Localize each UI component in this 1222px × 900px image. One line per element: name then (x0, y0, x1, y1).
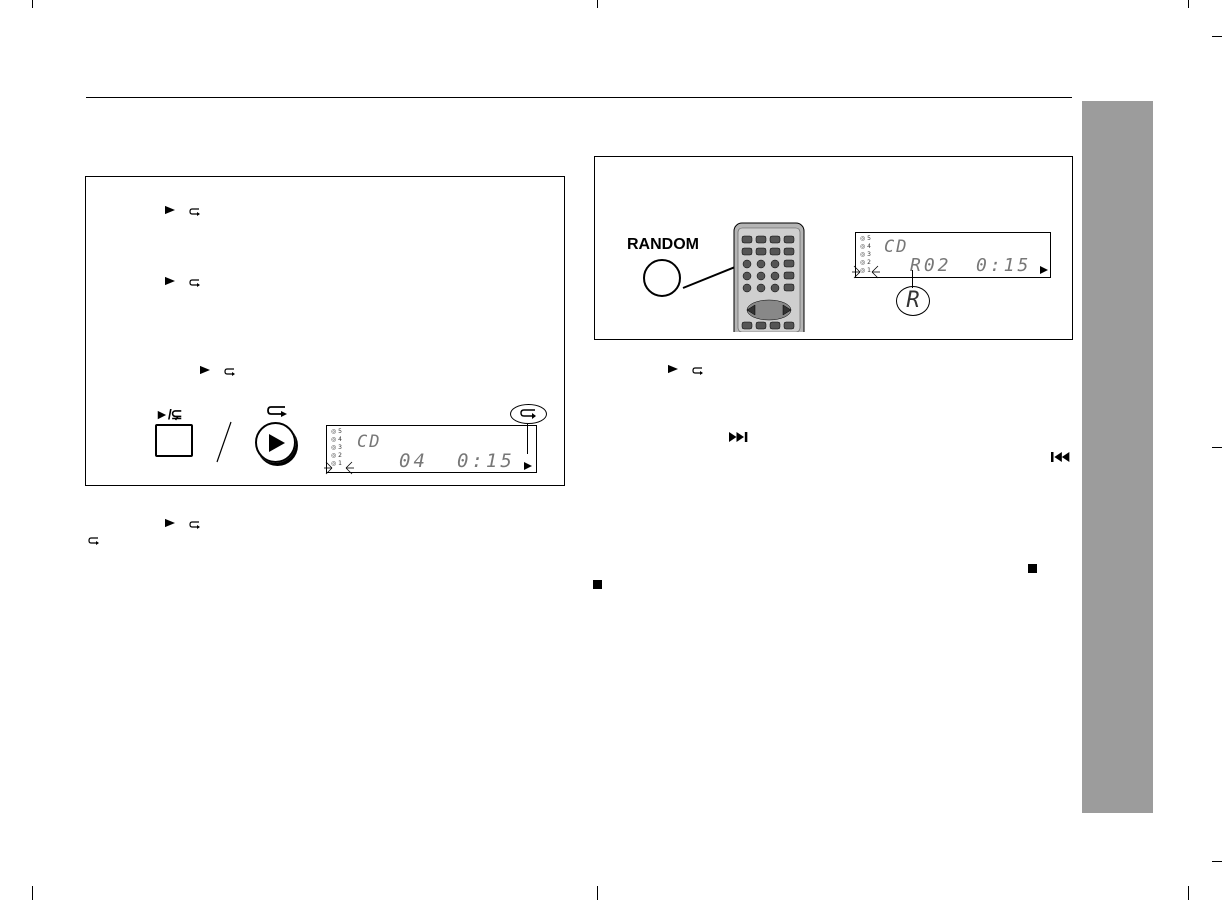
play-indicator-icon (1040, 266, 1048, 274)
disc-indicator-5: ◎ 5 (331, 428, 342, 435)
crop-mark-right-2 (1212, 447, 1222, 448)
flashing-indicator-icon (852, 265, 880, 279)
callout-pointer (912, 270, 913, 288)
lcd-elapsed-time: 0:15 (457, 450, 515, 472)
repeat-icon (189, 208, 200, 216)
repeat-icon (88, 537, 99, 545)
lcd-track-number: 04 (399, 450, 428, 472)
repeat-icon (189, 521, 200, 529)
crop-mark-bottom-center (597, 886, 598, 900)
side-section-tab (1082, 101, 1153, 813)
crop-mark-top-center (597, 0, 598, 8)
disc-indicator-3: ◎ 3 (860, 251, 871, 258)
callout-pointer (527, 424, 528, 454)
disc-indicator-4: ◎ 4 (860, 243, 871, 250)
play-icon (200, 365, 210, 375)
play-repeat-button[interactable] (155, 424, 193, 457)
repeat-callout-bubble (510, 404, 547, 424)
repeat-icon (267, 406, 287, 417)
random-button-label: RANDOM (627, 236, 699, 253)
play-repeat-button-label: ►/⊊ (155, 406, 183, 422)
stop-icon (1028, 564, 1037, 573)
header-rule (86, 97, 1072, 98)
stop-icon (593, 580, 602, 589)
repeat-icon (520, 409, 536, 419)
disc-indicator-1: ◎ 1 (331, 460, 342, 467)
lcd-mode-text: CD (357, 432, 382, 452)
skip-back-icon (1051, 452, 1070, 462)
disc-indicator-3: ◎ 3 (331, 444, 342, 451)
random-indicator-callout: R (896, 286, 930, 316)
play-indicator-icon (524, 462, 532, 470)
play-icon (165, 205, 175, 215)
disc-indicator-4: ◎ 4 (331, 436, 342, 443)
disc-indicator-2: ◎ 2 (331, 452, 342, 459)
play-icon (165, 276, 175, 286)
lcd-elapsed-time: 0:15 (976, 255, 1032, 276)
lcd-track-number: R02 (910, 255, 952, 276)
repeat-icon (189, 279, 200, 287)
flashing-indicator-icon (324, 461, 354, 475)
crop-mark-bottom-right (1188, 886, 1189, 900)
repeat-icon (224, 368, 235, 376)
crop-mark-top-left (32, 0, 33, 8)
play-round-button[interactable] (255, 422, 296, 463)
disc-indicator-2: ◎ 2 (860, 259, 871, 266)
play-icon (165, 518, 175, 528)
repeat-icon (692, 367, 703, 375)
skip-forward-icon (729, 432, 748, 442)
lcd-mode-text: CD (884, 237, 909, 257)
random-button[interactable] (643, 259, 681, 297)
play-icon (668, 364, 678, 374)
crop-mark-right-3 (1212, 861, 1222, 862)
divider-slash (216, 421, 232, 463)
left-lcd-display: ◎ 5 ◎ 4 ◎ 3 ◎ 2 ◎ 1 CD 04 0:15 (326, 425, 537, 473)
crop-mark-top-right (1188, 0, 1189, 8)
remote-control-illustration (733, 222, 805, 332)
disc-indicator-1: ◎ 1 (860, 267, 871, 274)
crop-mark-bottom-left (32, 886, 33, 900)
crop-mark-right-1 (1212, 36, 1222, 37)
disc-indicator-5: ◎ 5 (860, 235, 871, 242)
right-lcd-display: ◎ 5 ◎ 4 ◎ 3 ◎ 2 ◎ 1 CD R02 0:15 (855, 232, 1051, 278)
random-indicator-letter: R (906, 288, 920, 313)
play-icon (269, 434, 285, 452)
